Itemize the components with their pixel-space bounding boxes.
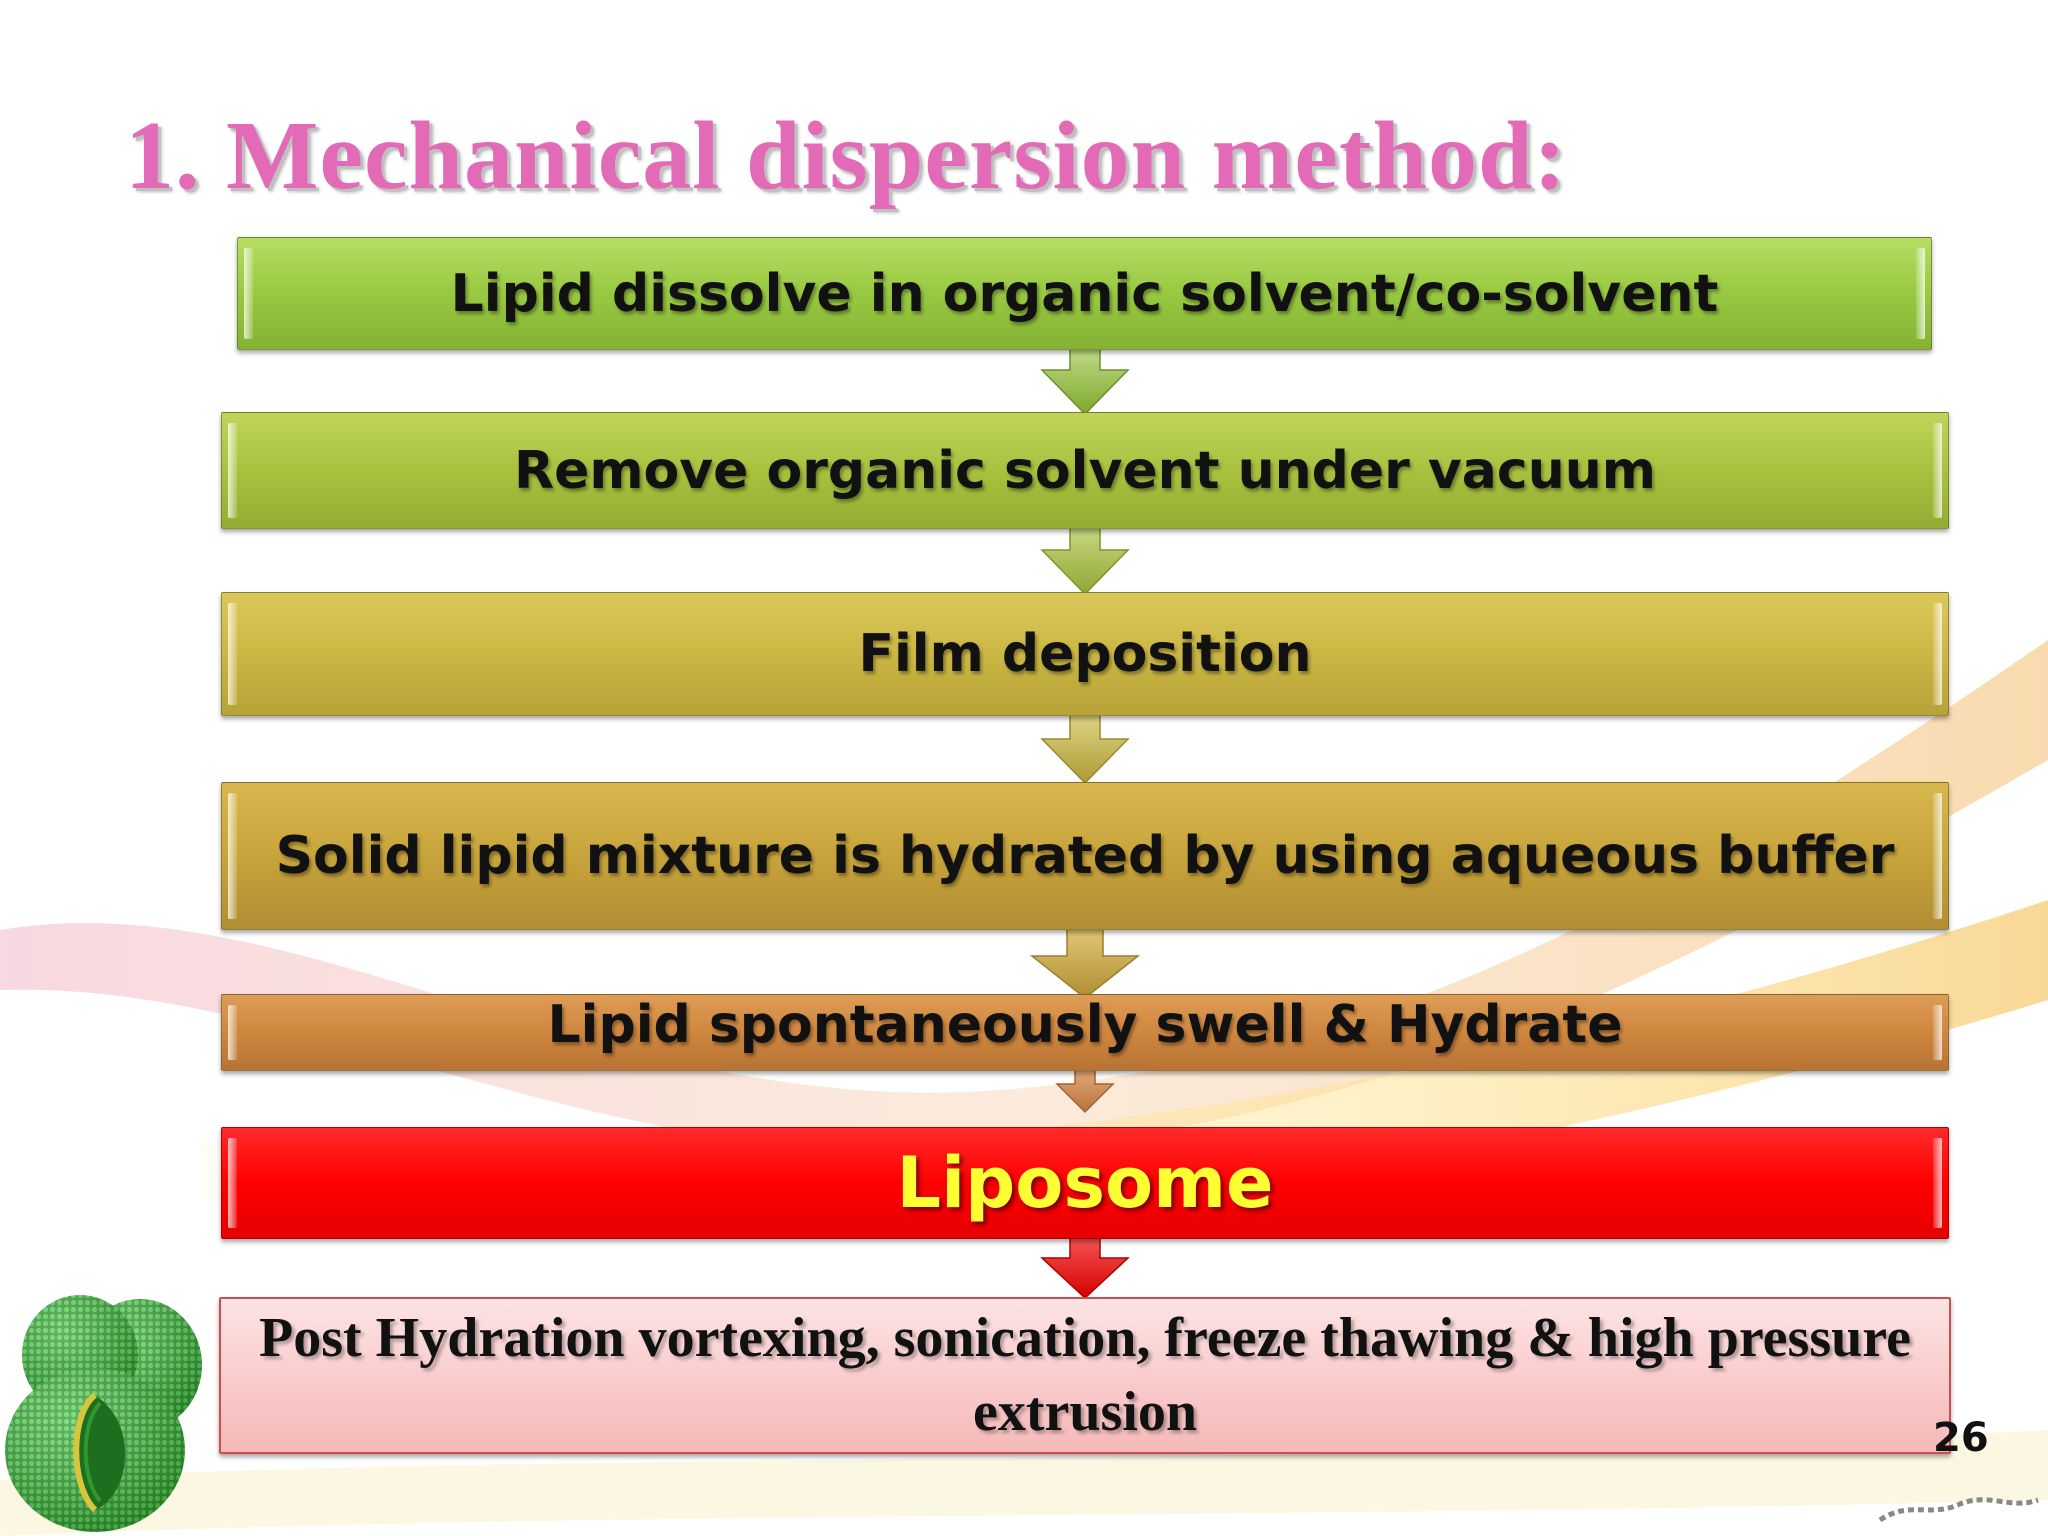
corner-decoration: [1878, 1497, 2039, 1523]
step-label: Lipid spontaneously swell & Hydrate: [547, 994, 1623, 1055]
step-box-4: Solid lipid mixture is hydrated by using…: [221, 782, 1949, 930]
step-label: Film deposition: [858, 624, 1312, 684]
step-label: Lipid dissolve in organic solvent/co-sol…: [450, 263, 1719, 324]
step-box-5: Lipid spontaneously swell & Hydrate: [221, 994, 1949, 1071]
step-label: Liposome: [896, 1142, 1274, 1224]
step-box-3: Film deposition: [221, 592, 1949, 716]
step-box-2: Remove organic solvent under vacuum: [221, 412, 1949, 529]
post-hydration-box: Post Hydration vortexing, sonication, fr…: [219, 1297, 1951, 1454]
slide-title: 1. Mechanical dispersion method:: [125, 102, 1568, 210]
liposome-box: Liposome: [221, 1127, 1949, 1239]
step-label: Solid lipid mixture is hydrated by using…: [275, 826, 1895, 886]
step-label: Remove organic solvent under vacuum: [514, 440, 1656, 501]
liposome-illustration-icon: [5, 1295, 202, 1532]
step-label: Post Hydration vortexing, sonication, fr…: [259, 1306, 1911, 1443]
step-box-1: Lipid dissolve in organic solvent/co-sol…: [237, 237, 1932, 350]
slide-number: 26: [1933, 1415, 1989, 1461]
